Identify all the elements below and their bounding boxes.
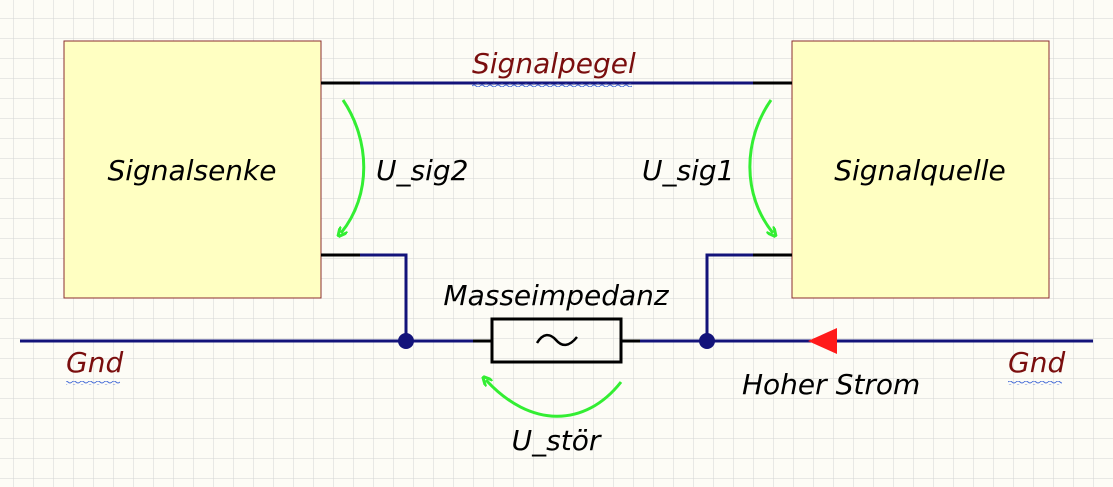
u-sig1-label: U_sig1 (642, 154, 734, 187)
impedance-symbol[interactable] (490, 317, 623, 364)
u-sig1-arrow-icon (748, 99, 773, 233)
signal-net-label[interactable]: Signalpegel (472, 47, 636, 80)
signalquelle-block[interactable] (791, 40, 1050, 299)
current-arrow-icon (808, 328, 837, 354)
gnd-right-underline (1008, 381, 1062, 385)
gnd-left-label[interactable]: Gnd (66, 346, 123, 379)
signalsenke-label: Signalsenke (107, 154, 276, 187)
signalquelle-label: Signalquelle (834, 154, 1006, 187)
current-label: Hoher Strom (742, 368, 920, 401)
junction-left (398, 333, 414, 349)
impedance-label: Masseimpedanz (443, 279, 669, 312)
signalsenke-block[interactable] (63, 40, 322, 299)
u-sig2-arrow-icon (341, 99, 366, 233)
u-stoer-label: U_stör (512, 424, 602, 457)
gnd-left-underline (66, 381, 120, 385)
signal-net-underline (472, 83, 632, 87)
u-sig2-label: U_sig2 (376, 154, 468, 187)
junction-right (699, 333, 715, 349)
tilde-icon (535, 333, 578, 347)
u-stoer-arrow-icon (486, 380, 623, 418)
gnd-right-label[interactable]: Gnd (1008, 346, 1065, 379)
